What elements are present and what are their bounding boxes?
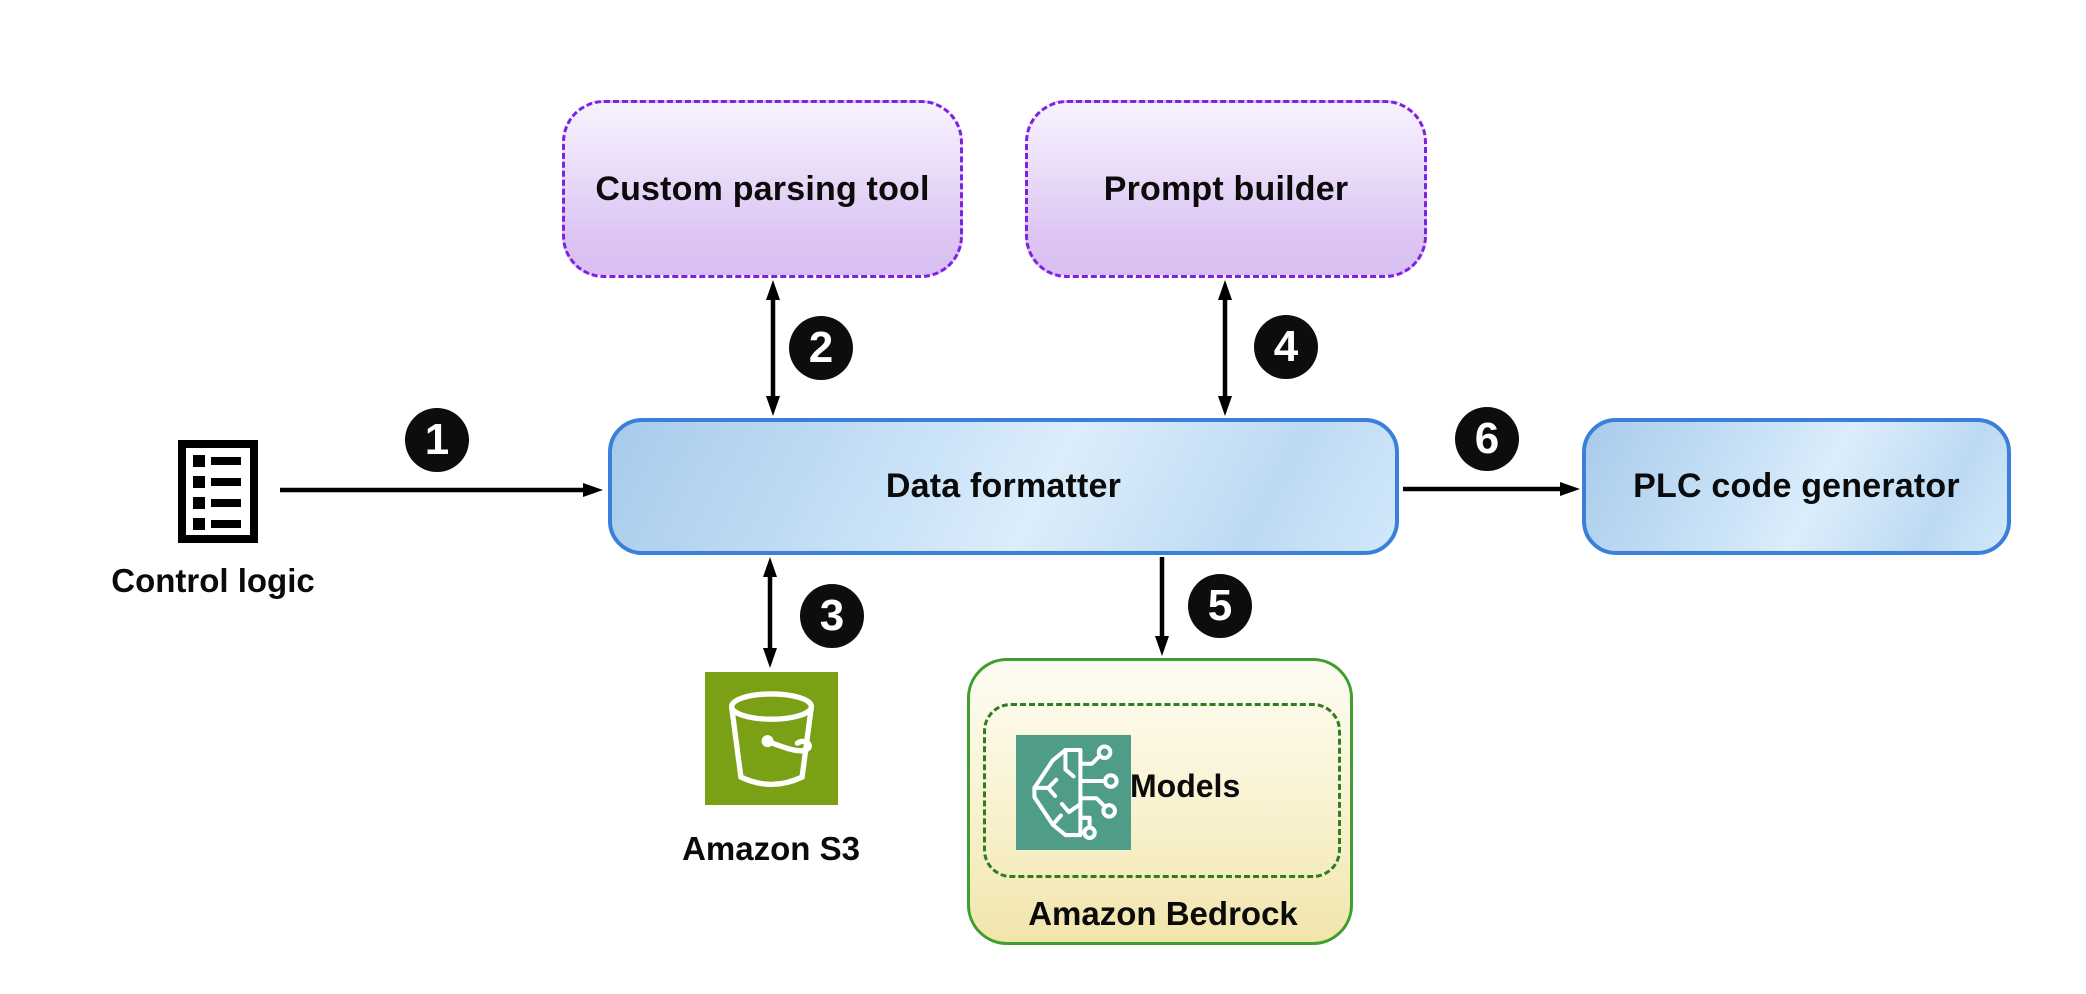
step-number: 3: [819, 591, 845, 640]
data-formatter-label: Data formatter: [885, 467, 1122, 505]
node-plc-code-generator: PLC code generator: [1582, 418, 2011, 555]
step-number: 2: [808, 323, 834, 372]
amazon-s3-bucket-icon: [705, 672, 838, 805]
step-badge-2: 2: [789, 316, 853, 380]
node-data-formatter: Data formatter: [608, 418, 1399, 555]
bedrock-models-label: Models: [1130, 768, 1241, 804]
step-badge-6: 6: [1455, 407, 1519, 471]
step-badge-1: 1: [405, 408, 469, 472]
plc-code-generator-label: PLC code generator: [1633, 467, 1960, 505]
bedrock-models-group: [983, 703, 1341, 878]
step-number: 1: [424, 415, 450, 464]
control-logic-label: Control logic: [111, 562, 315, 599]
amazon-bedrock-label: Amazon Bedrock: [1028, 895, 1298, 932]
step-number: 5: [1207, 581, 1233, 630]
step-badge-3: 3: [800, 584, 864, 648]
prompt-builder-label: Prompt builder: [1103, 169, 1349, 208]
bedrock-models-brain-icon: [1016, 735, 1131, 850]
node-custom-parsing-tool: Custom parsing tool: [562, 100, 963, 278]
step-number: 6: [1474, 414, 1500, 463]
node-amazon-bedrock: Models Amazon Bedrock: [967, 658, 1353, 945]
control-logic-document-icon: [178, 440, 258, 543]
node-prompt-builder: Prompt builder: [1025, 100, 1427, 278]
step-badge-5: 5: [1188, 574, 1252, 638]
step-badge-4: 4: [1254, 315, 1318, 379]
step-number: 4: [1273, 322, 1299, 371]
custom-parsing-tool-label: Custom parsing tool: [595, 169, 930, 208]
amazon-s3-label: Amazon S3: [682, 830, 860, 867]
